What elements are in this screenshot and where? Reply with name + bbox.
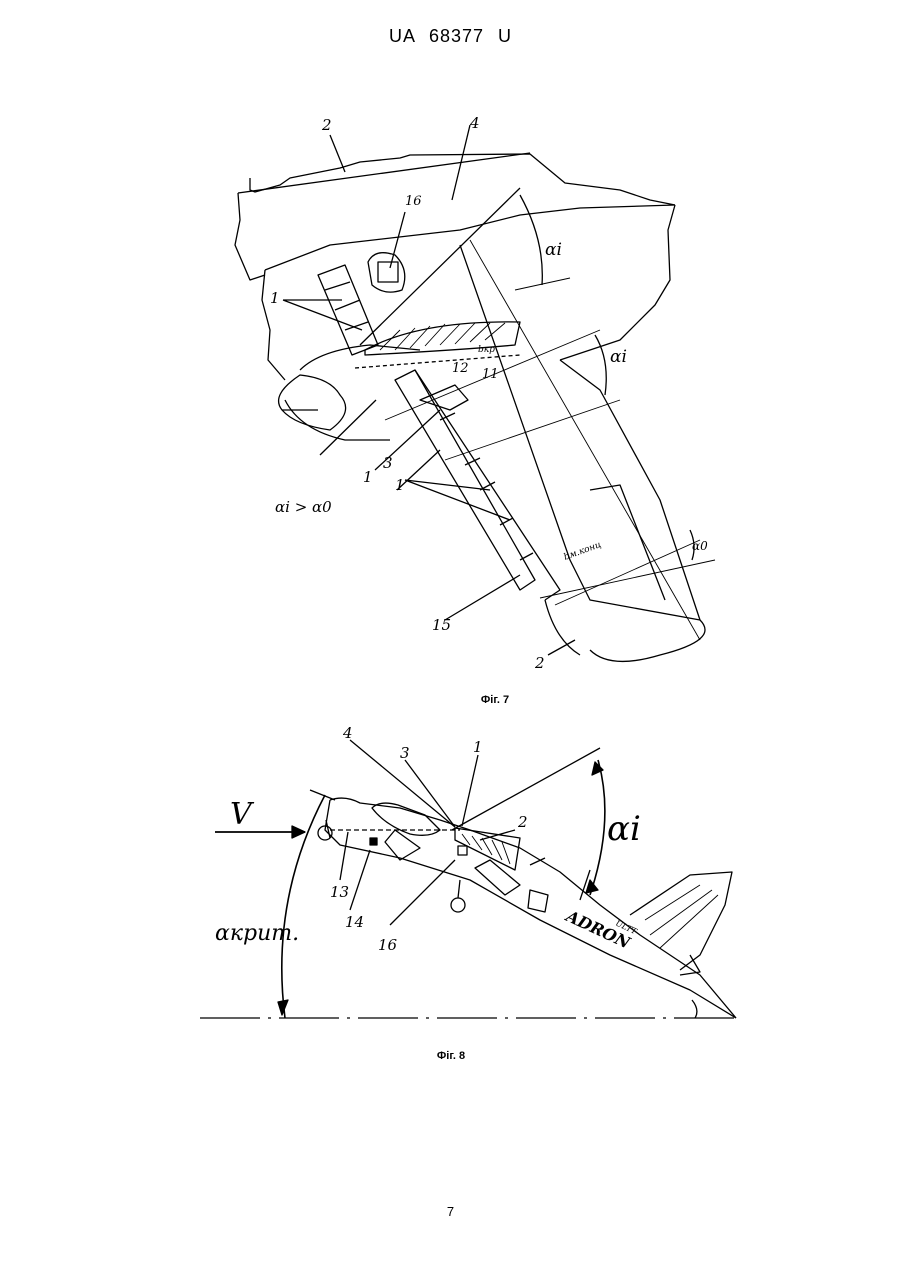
fig8-label-14: 14 [345, 913, 364, 931]
figure-8-caption: Фіг. 8 [351, 1050, 551, 1062]
fig8-label-3: 3 [400, 744, 410, 762]
fig8-label-16: 16 [378, 936, 398, 954]
fig8-alpha-i: αi [607, 809, 641, 849]
fig8-label-1: 1 [473, 738, 483, 756]
fig8-alpha-krit: αкрит. [215, 921, 299, 946]
fig8-label-13: 13 [330, 883, 349, 901]
fig8-velocity-label: V [230, 797, 255, 832]
page-number: 7 [0, 1204, 901, 1219]
fig8-label-4: 4 [342, 724, 353, 742]
fig8-label-2: 2 [517, 813, 528, 831]
